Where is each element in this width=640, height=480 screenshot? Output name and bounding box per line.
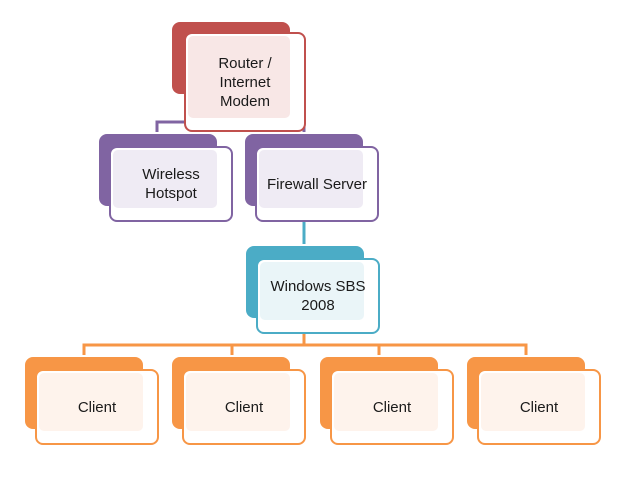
wireless-label: Wireless Hotspot [142,166,200,202]
wireless-node-box: Wireless Hotspot [109,146,233,222]
client-node-box: Client [330,369,454,445]
connector-sbs-to-clients [82,343,528,355]
client-label: Client [519,398,559,416]
client-label: Client [224,398,264,416]
router-label: Router / Internet Modem [218,54,272,110]
sbs-label: Windows SBS 2008 [270,278,366,314]
client-node-box: Client [182,369,306,445]
client-node-box: Client [477,369,601,445]
client-label: Client [77,398,117,416]
client-node-box: Client [35,369,159,445]
sbs-node-box: Windows SBS 2008 [256,258,380,334]
client-label: Client [372,398,412,416]
firewall-node-box: Firewall Server [255,146,379,222]
router-node-box: Router / Internet Modem [184,32,306,132]
firewall-label: Firewall Server [266,175,368,193]
